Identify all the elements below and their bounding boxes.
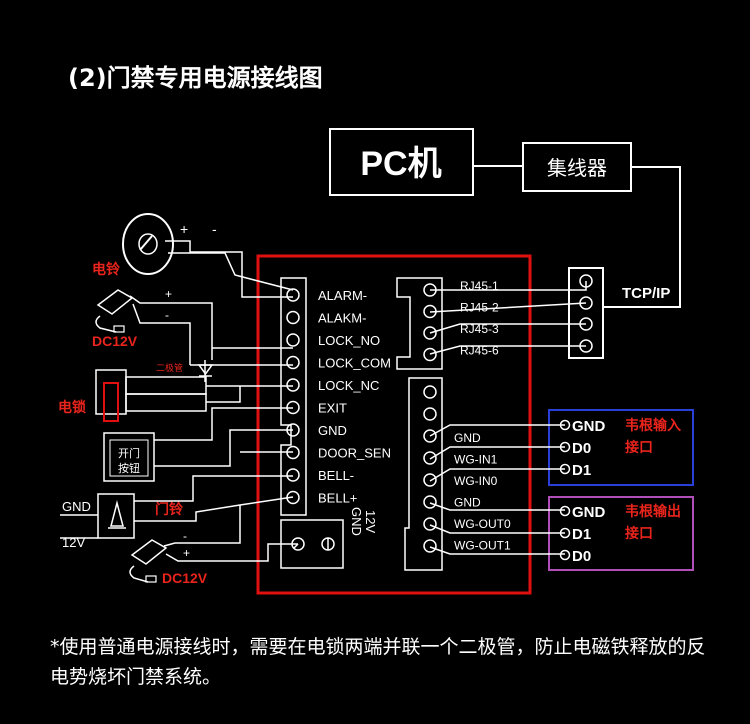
diagram-title: (2)门禁专用电源接线图 [68,64,323,92]
tcpip-label: TCP/IP [622,285,670,302]
wiegand-terminal-screw [423,517,437,531]
bell-plus: + [180,221,188,237]
left-terminal-label: LOCK_NC [318,378,379,393]
exit-button-label-1: 开门 [118,446,140,460]
left-terminal-label: DOOR_SEN [318,446,391,461]
wiegand-terminal-screw [423,385,437,399]
rj45-label: RJ45-2 [460,301,499,315]
wiegand-pin-circle [559,505,571,517]
footnote: *使用普通电源接线时，需要在电锁两端并联一个二极管，防止电磁铁释放的反电势烧坏门… [50,636,706,688]
wiegand-label: GND [454,496,481,510]
rj45-label: RJ45-6 [460,344,499,358]
wiegand-in-title-1: 韦根输入 [625,417,681,433]
bell-label: 电铃 [92,261,120,277]
left-terminal-label: ALARM- [318,288,367,303]
wiegand-terminal-screw [423,539,437,553]
wiegand-pin-circle [559,549,571,561]
wiegand-out-title-1: 韦根输出 [625,503,681,519]
rj45-connector [568,267,604,359]
wiegand-terminal-block [404,377,443,571]
left-terminal-label: LOCK_COM [318,356,391,371]
pc-label: PC机 [360,145,441,183]
wiegand-pin-label: D0 [572,548,591,565]
wiegand-terminal-screw [423,451,437,465]
left-terminal-screw [286,288,300,302]
dc12v-top-minus: - [165,308,169,322]
dc12v-bottom-plus: + [183,546,190,560]
wiegand-pin-label: D1 [572,462,591,479]
left-terminal-label: LOCK_NO [318,333,380,348]
wiegand-pin-label: D0 [572,440,591,457]
lock-icon [95,369,127,415]
rj45-terminal-screw [423,347,437,362]
wiegand-pin-label: GND [572,418,606,435]
left-terminal-block [280,277,307,516]
rj45-terminal-screw [423,326,437,340]
dc12v-top-label: DC12V [92,333,138,349]
power-label-12v: 12V [363,510,378,533]
rj45-terminal-block [396,277,443,370]
left-terminal-screw [286,310,300,325]
wiegand-label: WG-OUT0 [454,517,511,531]
left-terminal-screw [286,378,300,392]
wiegand-label: WG-IN0 [454,474,498,488]
wiegand-terminal-screw [423,429,437,443]
exit-button-icon [103,432,155,482]
wiegand-in-title-2: 接口 [625,439,653,455]
wiegand-pin-label: GND [572,504,606,521]
hub-label: 集线器 [547,157,607,180]
gnd-left-label: GND [62,499,91,514]
doorbell-icon [97,493,135,539]
dc12v-bottom-minus: - [183,529,187,543]
left-terminal-label: BELL+ [318,491,357,506]
wiegand-label: GND [454,431,481,445]
diode-label: 二极管 [156,362,183,373]
left-terminal-screw [286,468,300,482]
left-terminal-label: EXIT [318,401,347,416]
dc12v-top-plus: + [165,287,172,301]
wiegand-terminal-screw [423,407,437,421]
wiegand-out-title-2: 接口 [625,525,653,541]
left-terminal-screw [286,333,300,347]
left-terminal-label: BELL- [318,468,354,483]
left-terminal-label: ALAKM- [318,311,366,326]
pc-box [329,128,474,196]
exit-button-label-2: 按钮 [118,461,140,475]
wiegand-terminal-screw [423,473,437,487]
wiegand-terminal-screw [423,495,437,509]
rj45-label: RJ45-1 [460,279,499,293]
wiegand-pin-label: D1 [572,526,591,543]
doorbell-label: 门铃 [155,501,183,517]
hub-tcp-wire [604,166,681,308]
dc12v-top-adapter-icon [96,289,134,315]
left-terminal-label: GND [318,423,347,438]
rj45-label: RJ45-3 [460,322,499,336]
dc12v-bottom-label: DC12V [162,570,208,586]
power-label-gnd: GND [349,507,364,536]
wiegand-label: WG-OUT1 [454,539,511,553]
lock-label: 电锁 [58,399,86,415]
dc12v-bottom-adapter-icon [130,539,168,565]
bell-minus: - [212,221,217,237]
wiegand-label: WG-IN1 [454,453,498,467]
left-terminal-screw [286,355,300,370]
bell-icon [122,213,174,275]
